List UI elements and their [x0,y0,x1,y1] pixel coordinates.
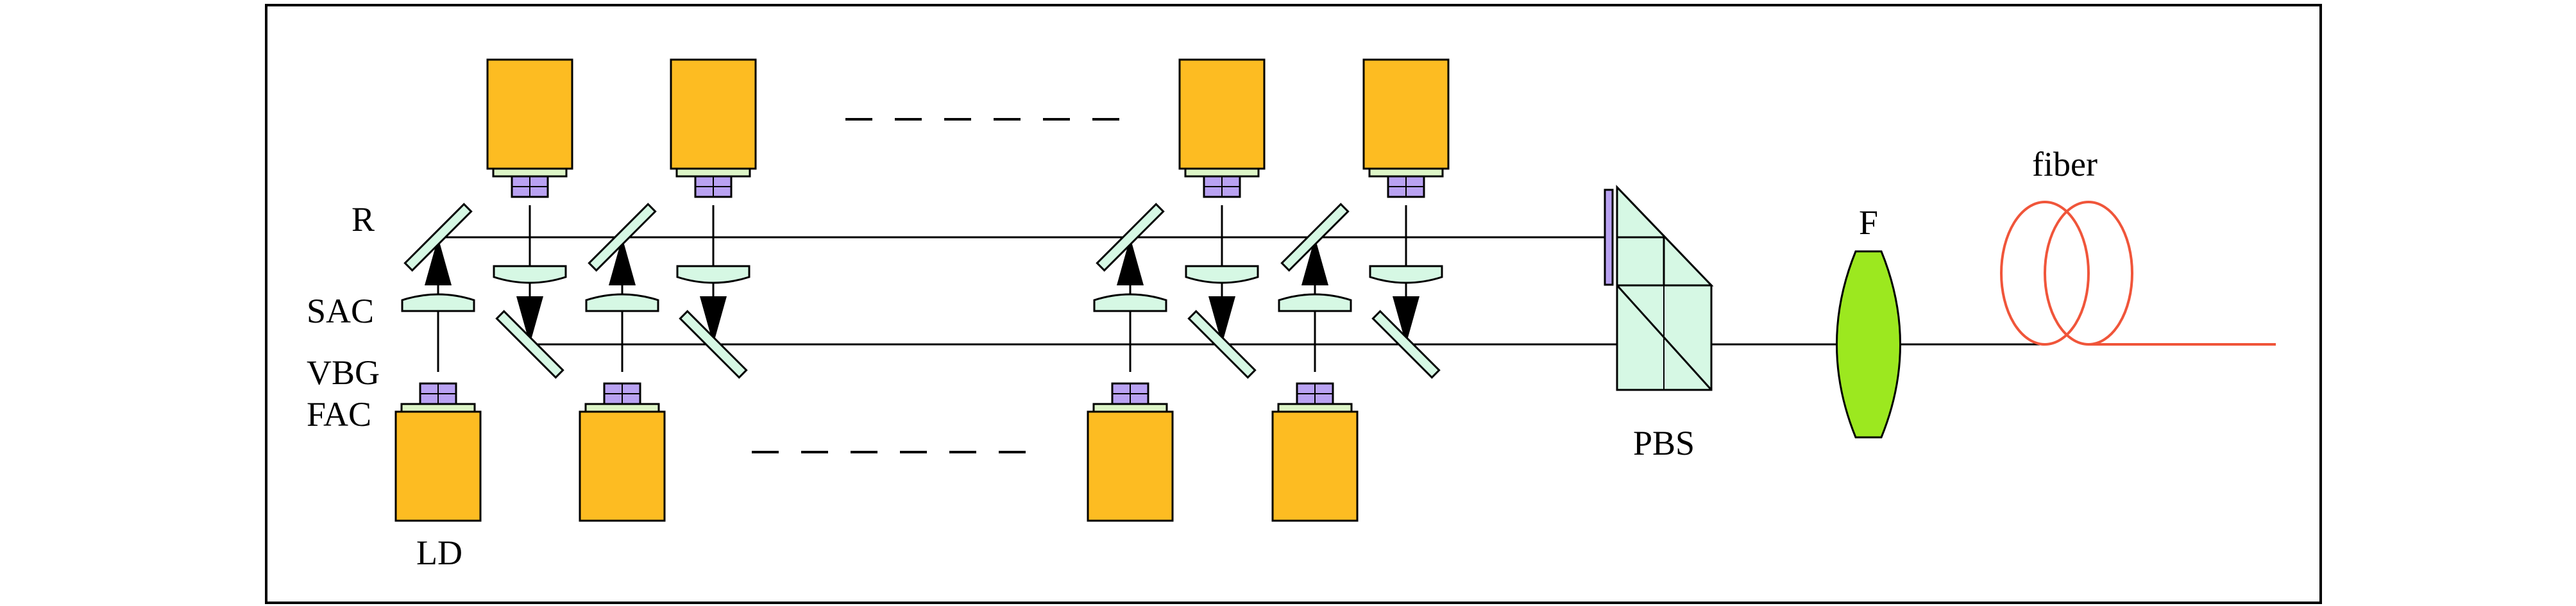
label-r: R [352,200,375,239]
ld-down-3 [1178,58,1266,379]
ld-up-2 [579,203,666,522]
ld-down-1 [486,58,573,379]
fiber-coil [2000,201,2276,346]
label-sac: SAC [307,292,374,330]
label-ld: LD [416,534,462,572]
ld-up-4 [1271,203,1359,522]
ld-up-1 [394,203,482,522]
label-pbs: PBS [1633,424,1695,462]
pbs-plate [1604,189,1614,286]
pbs-cube [1604,185,1714,391]
ld-up-3 [1087,203,1174,522]
label-f: F [1859,203,1878,242]
label-fac: FAC [307,395,371,433]
label-vbg: VBG [307,353,380,392]
label-fiber: fiber [2032,145,2097,183]
focusing-lens [1836,250,1901,439]
ld-down-4 [1362,58,1450,379]
diagram-frame [265,4,2322,604]
ld-down-2 [670,58,757,379]
